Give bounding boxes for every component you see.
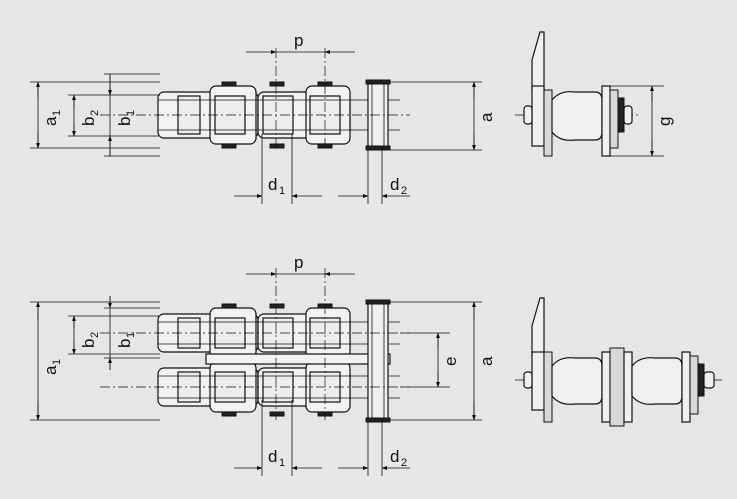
label-b1-bottom: b (115, 339, 134, 348)
label-d2-bottom-sub: 2 (401, 457, 407, 469)
label-a-top: a (477, 112, 496, 122)
label-d2-top: d (390, 175, 399, 194)
label-a-bottom: a (477, 356, 496, 366)
label-d1-bottom-sub: 1 (279, 457, 285, 469)
label-b1-top: b (115, 117, 134, 126)
label-e: e (441, 357, 460, 366)
extension-lines-left-bottom (30, 301, 160, 421)
label-b2-bottom-sub: 2 (89, 332, 101, 338)
label-a1-bottom: a (41, 365, 60, 375)
dimension-g (610, 85, 664, 157)
simplex-chain-side-view (100, 48, 410, 151)
dimension-e (400, 332, 450, 388)
label-p-top: p (294, 31, 303, 50)
label-a1-top-sub: 1 (51, 110, 63, 116)
dimension-a-bottom (388, 301, 482, 421)
dimension-d1-top (234, 134, 322, 204)
label-a1-top: a (41, 116, 60, 126)
dimension-d2-top (338, 148, 410, 204)
dimension-d1-bottom (234, 400, 322, 476)
label-b2-top-sub: 2 (89, 110, 101, 116)
label-d2-bottom: d (390, 447, 399, 466)
duplex-chain-end-view (515, 297, 722, 427)
label-b1-bottom-sub: 1 (125, 332, 137, 338)
dimension-a-top (388, 81, 482, 151)
label-b2-top: b (79, 117, 98, 126)
label-p-bottom: p (294, 253, 303, 272)
duplex-chain-side-view (100, 268, 410, 423)
extension-lines-left-top (30, 73, 160, 157)
simplex-chain-end-view (515, 31, 640, 157)
label-d1-bottom: d (268, 447, 277, 466)
label-d1-top-sub: 1 (279, 185, 285, 197)
label-b2-bottom: b (79, 339, 98, 348)
label-a1-bottom-sub: 1 (51, 359, 63, 365)
label-d1-top: d (268, 175, 277, 194)
dimension-d2-bottom (338, 420, 410, 476)
label-d2-top-sub: 2 (401, 185, 407, 197)
label-b1-top-sub: 1 (125, 110, 137, 116)
label-g: g (655, 117, 674, 126)
